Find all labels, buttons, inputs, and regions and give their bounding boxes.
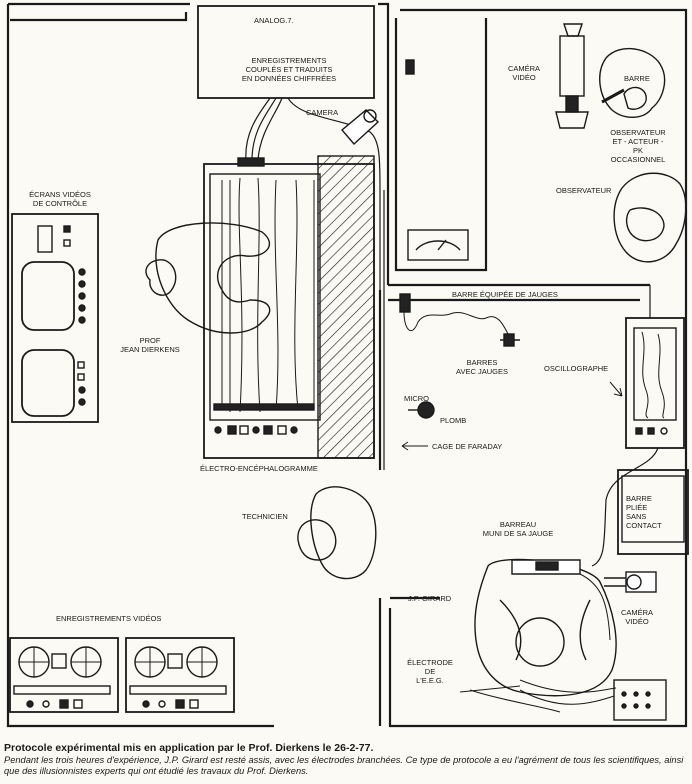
label-micro: MICRO <box>404 394 429 403</box>
label-bar-with-gauge: BARREAU MUNI DE SA JAUGE <box>482 520 554 538</box>
label-gauge-bar: BARRE ÉQUIPÉE DE JAUGES <box>452 290 558 299</box>
label-video-recordings: ENREGISTREMENTS VIDÉOS <box>56 614 162 623</box>
eeg-machine <box>203 155 375 459</box>
label-technician: TECHNICIEN <box>242 512 288 521</box>
label-plumb: PLOMB <box>440 416 467 425</box>
label-bent-bar: BARRE PLIÉE SANS CONTACT <box>626 494 662 530</box>
label-observer-actor: OBSERVATEUR ET - ACTEUR - PK OCCASIONNEL <box>610 128 666 164</box>
bent-bar-box <box>617 469 689 555</box>
label-recordings: ENREGISTREMENTS COUPLÉS ET TRADUITS EN D… <box>241 56 337 83</box>
meter-instrument <box>407 229 469 261</box>
video-recorder-2 <box>125 637 235 713</box>
analog-box <box>197 5 375 99</box>
cables <box>245 97 659 567</box>
electrode-box <box>459 679 667 721</box>
prof-dierkens-figure <box>145 222 271 334</box>
caption-title: Protocole expérimental mis en applicatio… <box>4 742 374 754</box>
observer-actor-figure <box>599 47 666 118</box>
label-prof: PROF JEAN DIERKENS <box>120 336 180 354</box>
label-control-screens: ÉCRANS VIDÉOS DE CONTRÔLE <box>29 190 91 208</box>
technician-figure <box>297 486 377 580</box>
label-oscillograph: OSCILLOGRAPHE <box>544 364 609 373</box>
girard-figure <box>469 558 617 713</box>
control-screens <box>11 213 99 423</box>
caption-body: Pendant les trois heures d'expérience, J… <box>4 755 684 776</box>
label-bars-gauges: BARRES AVEC JAUGES <box>456 358 508 376</box>
microphone <box>408 401 435 419</box>
label-analog: ANALOG.7. <box>254 16 294 25</box>
label-camera-top: CAMERA <box>306 108 339 117</box>
label-electrode: ÉLECTRODE DE L'E.E.G. <box>407 658 453 685</box>
oscillograph <box>609 317 685 449</box>
video-camera-top <box>405 23 589 129</box>
protocol-diagram <box>6 2 689 728</box>
faraday-arrow <box>401 441 428 451</box>
label-camera-video-bottom: CAMÉRA VIDÉO <box>620 608 654 626</box>
label-faraday: CAGE DE FARADAY <box>432 442 503 451</box>
gauge-bar <box>399 293 520 347</box>
label-eeg: ÉLECTRO-ENCÉPHALOGRAMME <box>200 464 318 473</box>
label-observer: OBSERVATEUR <box>556 186 612 195</box>
observer-figure <box>613 172 687 263</box>
label-girard: J.P. GIRARD <box>408 594 452 603</box>
label-camera-video-top: CAMÉRA VIDÉO <box>507 64 541 82</box>
label-barre: BARRE <box>624 74 650 83</box>
video-camera-bottom <box>604 571 657 593</box>
video-recorder-1 <box>9 637 119 713</box>
caption: Protocole expérimental mis en applicatio… <box>4 742 688 777</box>
top-camera <box>341 109 380 146</box>
